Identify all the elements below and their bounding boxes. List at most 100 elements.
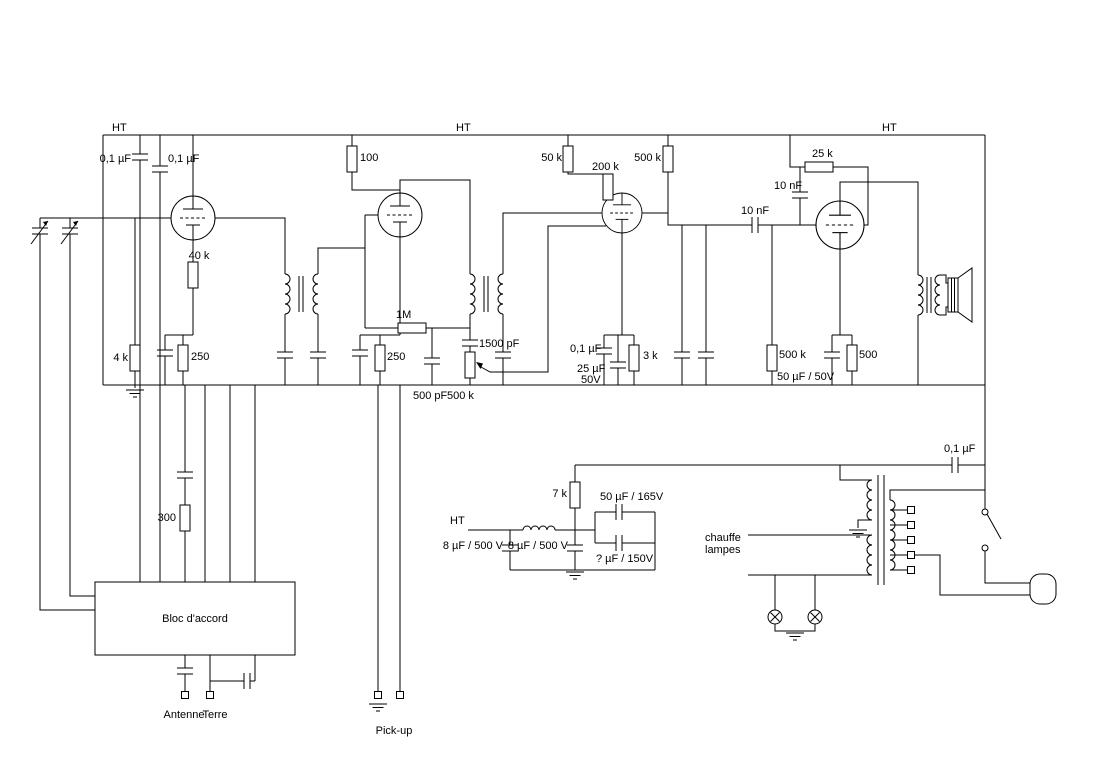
label-cap-8uf-2: 8 µF / 500 V (508, 540, 569, 552)
label-res-4k: 4 k (113, 352, 128, 364)
capacitor-icon (461, 339, 479, 347)
label-cap-01-det: 0,1 µF (570, 343, 602, 355)
tuner-box (94, 581, 296, 656)
label-res-250-2: 250 (387, 351, 405, 363)
label-res-50k: 50 k (541, 152, 562, 164)
mains-plug-icon (1029, 573, 1057, 605)
tube3-stage (562, 135, 674, 385)
input-section (30, 135, 171, 611)
ground-icon (125, 389, 145, 398)
resistor-icon (569, 481, 581, 509)
af-coupling-network (667, 135, 869, 385)
speaker-coil-icon (947, 277, 959, 313)
choke-icon (522, 525, 556, 531)
resistor-icon (129, 344, 141, 372)
speaker-cone-icon (957, 267, 973, 323)
tube4-stage (815, 181, 919, 385)
label-tuner-box: Bloc d'accord (162, 613, 228, 625)
heater-circuit (748, 534, 872, 641)
label-res-7k: 7 k (552, 488, 567, 500)
label-cap-input-2: 0,1 µF (168, 153, 200, 165)
capacitor-icon (566, 544, 584, 552)
tuner-block (94, 385, 296, 699)
vacuum-tube-icon (170, 195, 216, 241)
label-cap-01-mains: 0,1 µF (944, 443, 976, 455)
label-earth: Terre (202, 709, 227, 721)
label-pickup: Pick-up (376, 725, 413, 737)
label-res-3k: 3 k (643, 350, 658, 362)
label-cap-25uf: 25 µF (577, 363, 606, 375)
voltage-tap-icon (907, 566, 915, 574)
capacitor-icon (951, 456, 959, 474)
label-cap-input-1: 0,1 µF (100, 153, 132, 165)
resistor-icon (562, 145, 574, 173)
tube2-stage (346, 135, 471, 385)
if-transformer-1 (276, 247, 365, 385)
voltage-tap-icon (907, 551, 915, 559)
resistor-icon (804, 161, 834, 173)
power-rails (102, 134, 986, 509)
capacitor-icon (609, 361, 627, 369)
capacitor-icon (751, 216, 759, 234)
voltage-tap-icon (907, 521, 915, 529)
ground-icon (368, 703, 388, 712)
label-res-500k-grid: 500 k (779, 349, 806, 361)
capacitor-icon (351, 349, 369, 357)
resistor-icon (662, 145, 674, 173)
capacitor-icon (156, 349, 174, 357)
label-ht-left: HT (112, 122, 127, 134)
label-cap-unk-150v: ? µF / 150V (596, 553, 654, 565)
vacuum-tube-icon (377, 192, 423, 238)
pilot-lamp-icon (807, 609, 823, 625)
capacitor-icon (309, 351, 327, 359)
antenna-terminal-icon (181, 691, 189, 699)
pickup-terminals (368, 385, 404, 712)
capacitor-icon (494, 351, 512, 359)
label-res-1m: 1M (396, 309, 411, 321)
resistor-icon (846, 344, 858, 372)
label-res-25k: 25 k (812, 148, 833, 160)
resistor-icon (766, 344, 778, 372)
label-cap-8uf-1: 8 µF / 500 V (443, 540, 504, 552)
pickup-terminal-icon (374, 691, 382, 699)
switch-contact-icon (981, 508, 989, 516)
if-transformer-2 (469, 212, 602, 385)
mains-filter-line (575, 456, 985, 474)
label-cap-10nf-coupling: 10 nF (741, 205, 769, 217)
label-cap-1500pf: 1500 pF (479, 338, 520, 350)
capacitor-icon (791, 191, 809, 199)
resistor-icon (179, 504, 191, 532)
tube1-stage (156, 135, 286, 385)
label-cap-10nf-screen: 10 nF (774, 180, 802, 192)
label-res-500: 500 (859, 349, 877, 361)
resistor-icon (397, 322, 427, 334)
capacitor-icon (176, 667, 194, 675)
mains-transformer (839, 465, 1057, 605)
potentiometer-icon (464, 351, 476, 379)
pickup-terminal-icon (396, 691, 404, 699)
resistor-icon (628, 344, 640, 372)
resistor-icon (602, 173, 614, 201)
label-pot-500k: 500 k (447, 390, 474, 402)
label-res-250-1: 250 (191, 351, 209, 363)
label-res-500k-det: 500 k (634, 152, 661, 164)
capacitor-icon (823, 351, 841, 359)
label-cap-50uf-165v: 50 µF / 165V (600, 491, 664, 503)
ground-icon (785, 632, 805, 641)
capacitor-icon (131, 153, 149, 161)
label-cap-25uf-v: 50V (581, 374, 601, 386)
capacitor-icon (243, 672, 251, 690)
capacitor-icon (176, 471, 194, 479)
capacitor-icon (615, 503, 623, 521)
label-res-40k: 40 k (189, 250, 210, 262)
labels: HT HT HT 0,1 µF 0,1 µF 100 40 k 4 k 250 … (100, 122, 976, 737)
resistor-icon (346, 145, 358, 173)
label-cap-50uf-50v: 50 µF / 50V (777, 371, 835, 383)
label-heaters-1: chauffe (705, 532, 741, 544)
resistor-icon (187, 261, 199, 289)
label-ht-supply: HT (450, 515, 465, 527)
power-supply (468, 465, 656, 580)
output-transformer-speaker (917, 267, 973, 385)
